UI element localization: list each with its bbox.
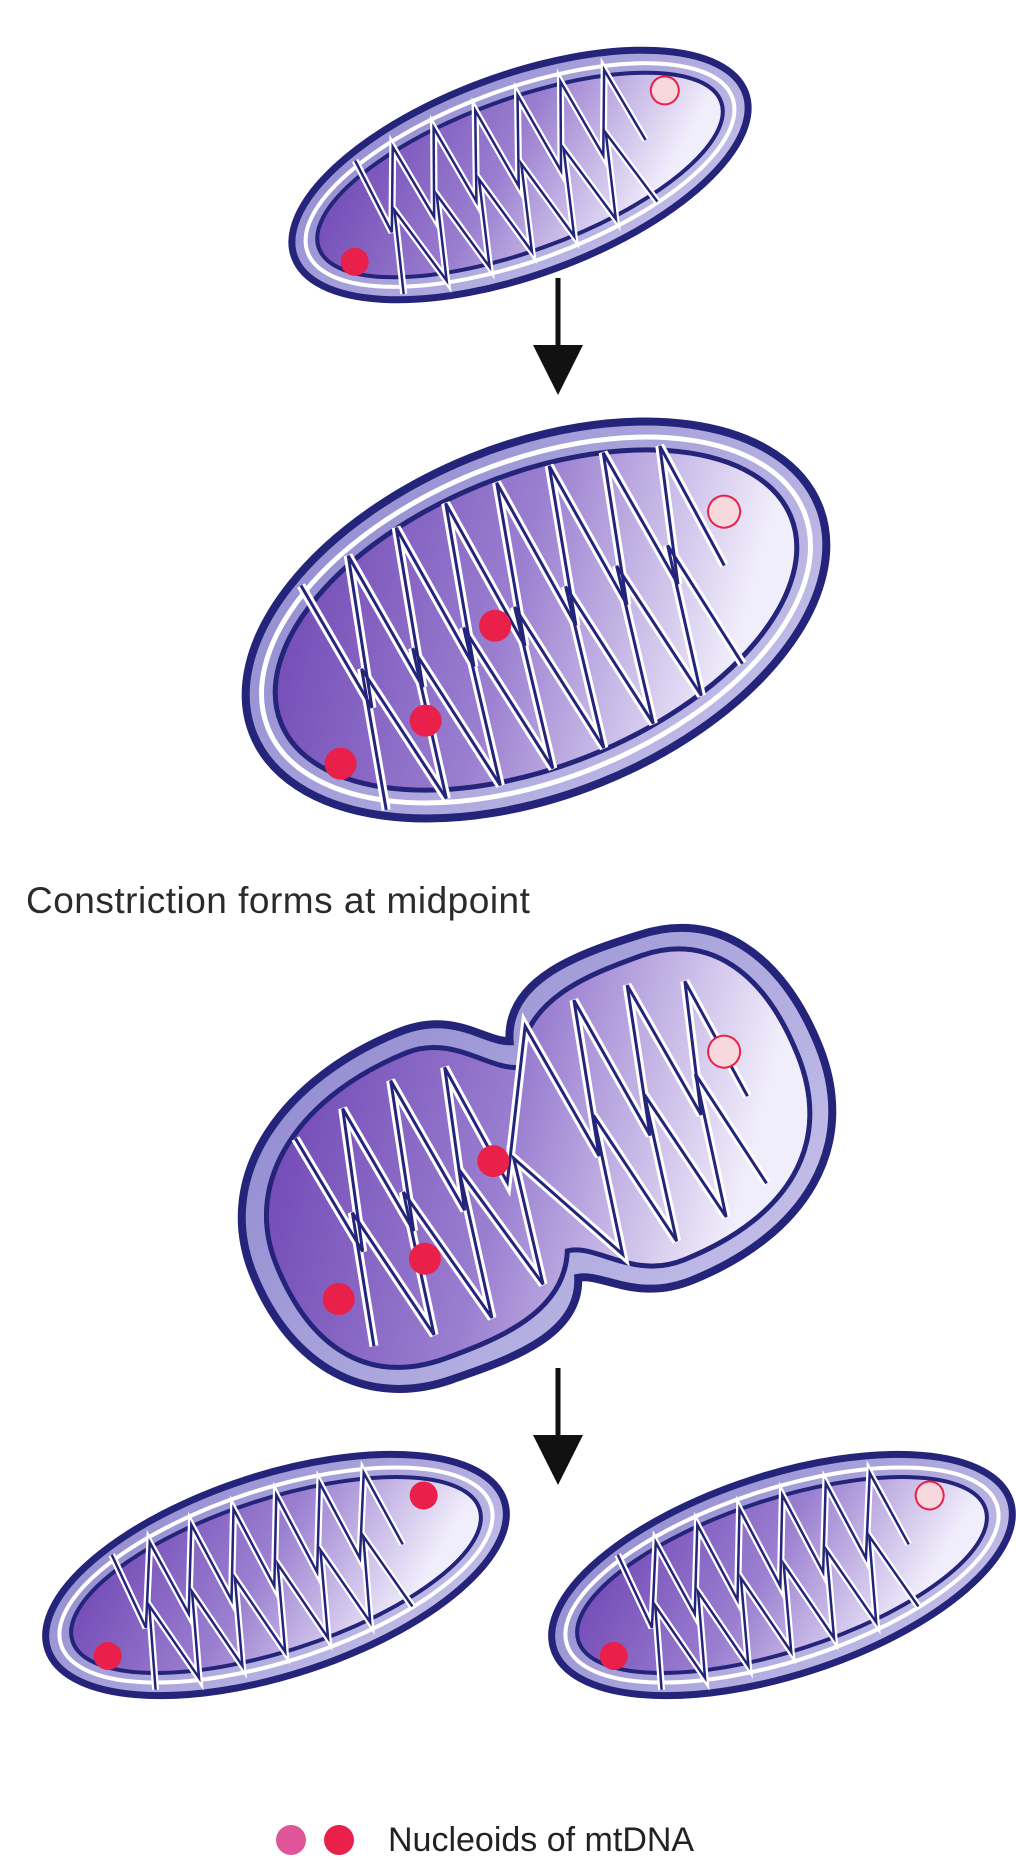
- daughter-right: [523, 1406, 1016, 1745]
- mitochondrion-1: [260, 0, 779, 351]
- stage-caption: Constriction forms at midpoint: [26, 880, 530, 922]
- legend-label: Nucleoids of mtDNA: [388, 1821, 694, 1860]
- legend-dot-pink: [276, 1825, 306, 1855]
- mitochondrion-3-constricted: [188, 886, 883, 1436]
- legend: Nucleoids of mtDNA: [276, 1820, 694, 1860]
- mitochondrion-2-enlarged: [188, 343, 885, 896]
- legend-dot-red: [324, 1825, 354, 1855]
- daughter-left: [17, 1406, 535, 1745]
